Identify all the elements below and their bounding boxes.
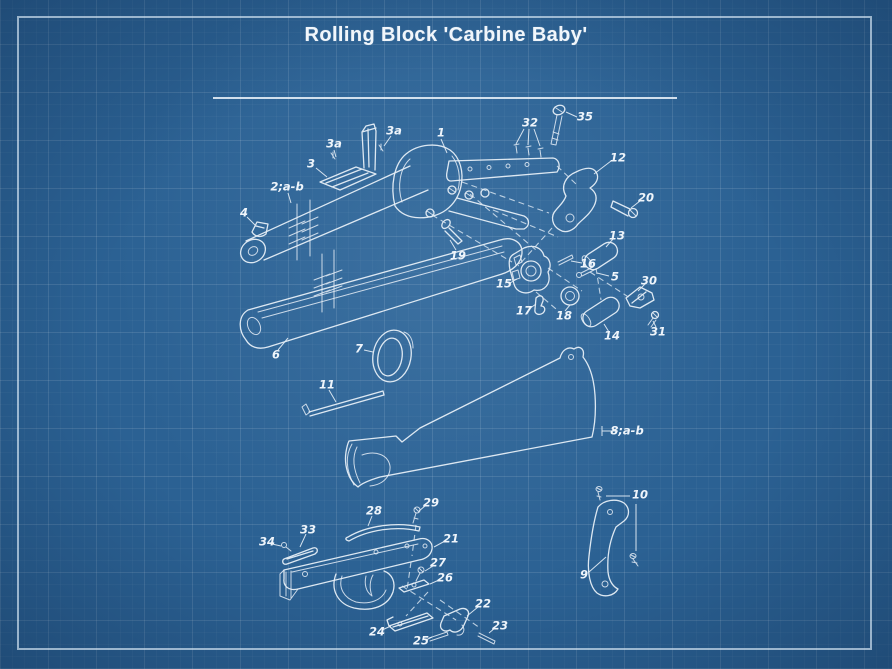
part-screw-27 [415, 566, 425, 582]
part-extractor-17 [534, 295, 546, 316]
title-underline [213, 97, 677, 99]
part-label-11: 11 [319, 378, 335, 392]
part-label-4: 4 [239, 206, 248, 220]
part-breechblock-15 [508, 245, 551, 294]
part-pin-25 [428, 631, 449, 642]
part-forearm-6 [239, 238, 523, 349]
part-spring-22 [439, 607, 470, 636]
part-label-12: 12 [610, 151, 626, 165]
part-label-9: 9 [580, 568, 588, 582]
part-label-23: 23 [492, 619, 508, 633]
part-label-19: 19 [450, 249, 466, 263]
part-pins-32 [513, 143, 544, 158]
part-label-17: 17 [516, 304, 532, 318]
part-label-30: 30 [641, 274, 657, 288]
part-label-34: 34 [259, 535, 275, 549]
part-label-15: 15 [496, 277, 512, 291]
part-label-10: 10 [632, 488, 648, 502]
part-label-24: 24 [369, 625, 385, 639]
assembly-dashed-lines [401, 165, 631, 629]
part-band-ring-7 [372, 329, 414, 383]
part-label-3: 3 [307, 157, 315, 171]
part-rear-sight [319, 123, 384, 191]
barrel-band-section-lines [288, 199, 319, 261]
part-barrel [239, 165, 429, 264]
part-label-33: 33 [300, 523, 316, 537]
part-screw-31 [647, 310, 660, 328]
part-label-25: 25 [413, 634, 429, 648]
part-label-13: 13 [609, 229, 625, 243]
part-screw-34 [281, 542, 292, 552]
part-pin-23 [477, 632, 496, 645]
part-trigger-plate-21 [279, 537, 433, 610]
part-pin-13 [581, 241, 619, 271]
part-label-8;a-b: 8;a-b [610, 424, 643, 438]
part-label-31: 31 [650, 325, 666, 339]
part-plate-24 [386, 612, 434, 632]
part-label-1: 1 [437, 126, 445, 140]
part-label-32: 32 [522, 116, 538, 130]
part-ring-18 [560, 286, 580, 306]
part-label-6: 6 [272, 348, 280, 362]
part-screws-10 [595, 486, 639, 567]
part-label-14: 14 [604, 329, 620, 343]
part-label-28: 28 [366, 504, 382, 518]
part-front-band [251, 221, 269, 238]
part-label-3a: 3a [326, 137, 342, 151]
part-receiver [392, 144, 560, 230]
part-mainspring-28 [345, 524, 421, 542]
part-label-20: 20 [638, 191, 654, 205]
part-label-26: 26 [437, 571, 453, 585]
part-label-2;a-b: 2;a-b [270, 180, 303, 194]
part-label-16: 16 [580, 257, 596, 271]
part-plate-30 [625, 286, 655, 309]
part-label-27: 27 [430, 556, 446, 570]
label-leader-lines [246, 111, 657, 641]
part-label-5: 5 [611, 270, 619, 284]
part-rod-11 [301, 390, 385, 417]
page-title: Rolling Block 'Carbine Baby' [304, 24, 588, 46]
part-label-18: 18 [556, 309, 572, 323]
part-label-22: 22 [475, 597, 491, 611]
part-screw-35 [550, 104, 566, 146]
part-hammer-12 [551, 167, 599, 233]
part-screw-20 [610, 200, 639, 219]
forearm-section-lines [313, 249, 343, 313]
part-pin-16 [557, 254, 574, 266]
part-buttstock-8 [344, 346, 597, 488]
part-label-35: 35 [577, 110, 593, 124]
part-label-21: 21 [443, 532, 459, 546]
part-plate-26 [398, 579, 430, 593]
part-buttplate-9 [587, 499, 630, 597]
part-label-7: 7 [355, 342, 363, 356]
part-labels: 1 3a 3a 3 2;a-b 4 32 35 12 20 19 13 16 5 15 30 17 18 14 31 6… [239, 110, 666, 648]
part-label-3a: 3a [386, 124, 402, 138]
part-bar-33 [282, 547, 318, 565]
part-label-29: 29 [423, 496, 439, 510]
part-pin-14 [580, 296, 620, 328]
part-screw-29 [412, 506, 421, 524]
